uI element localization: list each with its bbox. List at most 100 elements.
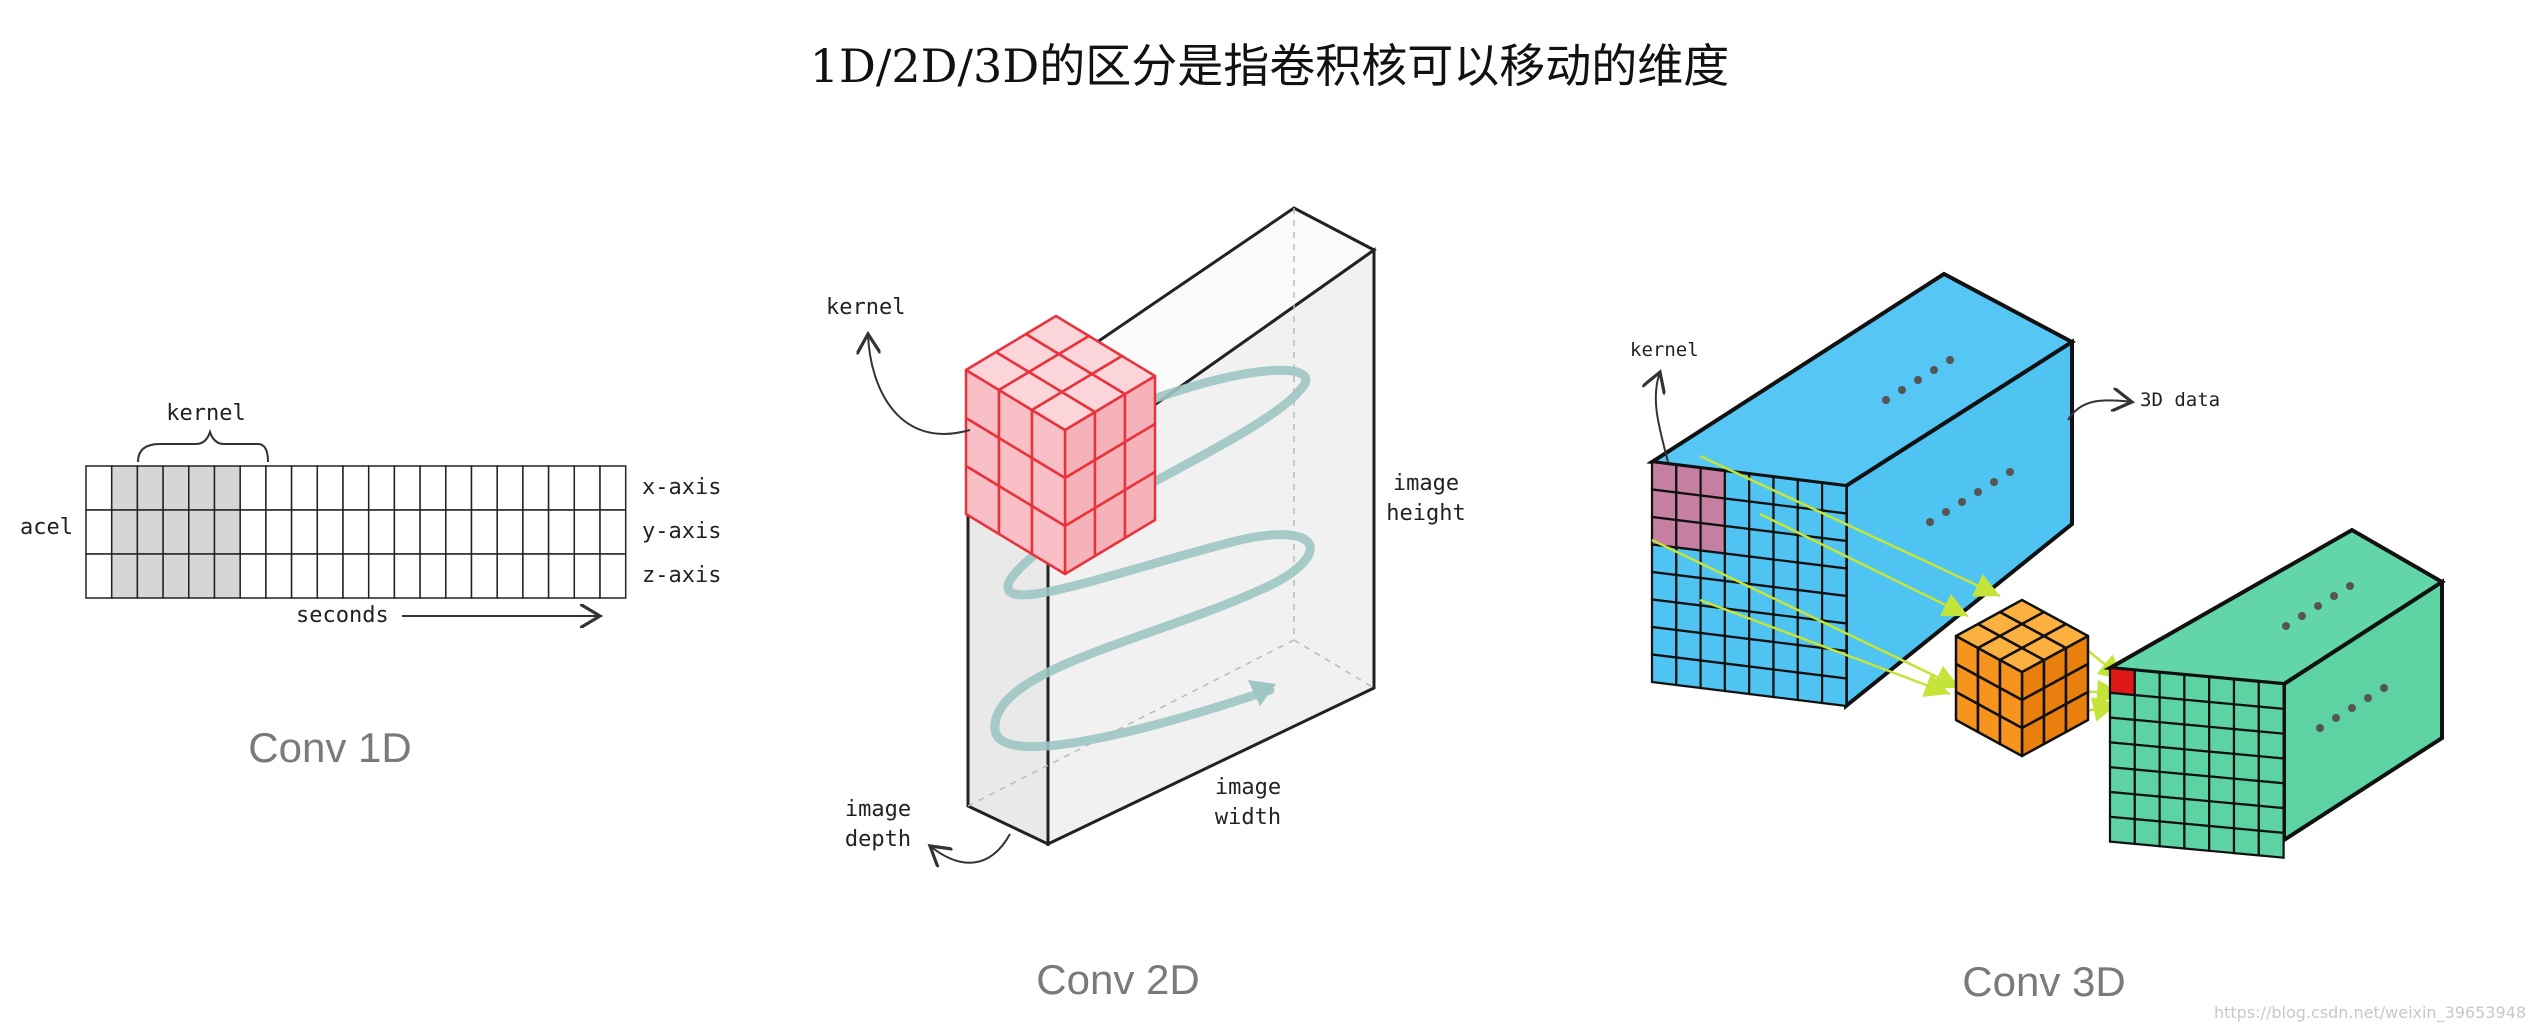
cube-side-cell [2064, 690, 2090, 734]
data-cell [1796, 671, 1824, 705]
z-axis-label: z-axis [642, 563, 721, 588]
grid-cell [496, 509, 524, 555]
kernel-cell [188, 553, 216, 599]
green-block-front-grid [2108, 666, 2285, 859]
grid-cell [265, 553, 293, 599]
data-cell [1748, 527, 1775, 561]
kernel-cell [188, 509, 216, 555]
acel-label: acel [20, 515, 73, 540]
output-cell [2108, 790, 2136, 821]
data-cell [1723, 662, 1751, 696]
kernel-highlight-cell [1675, 518, 1702, 552]
depth-pointer-arrow [930, 833, 1011, 863]
3d-data-pointer [2067, 400, 2132, 421]
output-cell [2133, 793, 2161, 823]
data-cell [1723, 634, 1751, 668]
output-cell [2108, 765, 2136, 796]
kernel-cell [213, 509, 241, 555]
grid-cell [470, 553, 498, 599]
data-cell [1723, 469, 1751, 503]
data-cell [1748, 500, 1775, 534]
kernel-spiral-path [990, 365, 1315, 752]
conv3d-kernel-pointer [1656, 372, 1669, 463]
grid-cell [547, 465, 576, 511]
data-cell [1650, 570, 1678, 604]
kernel-cell [213, 553, 241, 599]
kernel-highlight-cell [1650, 460, 1678, 494]
grid-cell [445, 465, 473, 511]
page-title: 1D/2D/3D的区分是指卷积核可以移动的维度 [809, 39, 1730, 93]
data-cell [1675, 656, 1702, 690]
grid-cell [290, 553, 319, 599]
x-axis-label: x-axis [642, 475, 721, 500]
projection-arrows [1651, 454, 2125, 728]
grid-cell [85, 509, 113, 555]
grid-cell [265, 465, 293, 511]
grid-cell [522, 465, 550, 511]
kernel-highlight-cell [1699, 466, 1727, 500]
grid-cell [290, 465, 319, 511]
grid-cell [239, 465, 267, 511]
conv1d-panel: kernel acel x-axis y-axis z-axis seconds… [20, 401, 721, 771]
conv3d-caption: Conv 3D [1962, 958, 2125, 1005]
cube-front-cell [1998, 714, 2024, 758]
image-width-label-1: image [1215, 775, 1281, 800]
output-cell [2232, 802, 2260, 832]
kernel-cell [188, 465, 216, 511]
data-cell [1820, 564, 1848, 598]
grid-cell [470, 465, 498, 511]
kernel-cell [110, 509, 139, 555]
grid-cell [316, 509, 344, 555]
spiral-arrowhead [1248, 680, 1276, 706]
output-cell [2257, 754, 2285, 785]
grid-cell [265, 509, 293, 555]
data-cell [1796, 643, 1824, 677]
cube-top-cell [2042, 622, 2090, 650]
kernel-highlight-cell [1650, 488, 1678, 522]
data-cell [1772, 530, 1799, 564]
data-cell [1699, 631, 1727, 665]
image-width-label-2: width [1215, 805, 1281, 830]
grid-cell [342, 509, 370, 555]
data-cell [1748, 637, 1775, 671]
data-cell [1675, 601, 1702, 635]
output-cell [2108, 691, 2136, 722]
kernel-cell [136, 553, 164, 599]
output-cell [2183, 822, 2211, 853]
cube-front-cell [1030, 504, 1067, 576]
grid-cell [445, 553, 473, 599]
data-cell [1723, 552, 1751, 586]
output-cell [2108, 741, 2136, 771]
output-cell [2232, 703, 2260, 733]
cube-top-cell [1090, 354, 1157, 396]
output-cell [2208, 775, 2236, 805]
grid-cell [419, 553, 447, 599]
output-cell [2232, 777, 2260, 808]
output-cell [2183, 797, 2211, 828]
grid-cell [316, 465, 344, 511]
data-cell [1723, 497, 1751, 531]
kernel-pointer-arrow [868, 334, 971, 435]
output-cell [2158, 795, 2186, 825]
conv2d-caption: Conv 2D [1036, 956, 1199, 1003]
grid-cell [573, 553, 601, 599]
blue-continuation-dots [1882, 356, 2014, 526]
seconds-label: seconds [296, 603, 389, 628]
conv1d-caption: Conv 1D [248, 724, 411, 771]
grid-cell [239, 553, 267, 599]
kernel-highlight-cell [1699, 521, 1727, 555]
data-cell [1772, 640, 1799, 674]
grid-cell [342, 465, 370, 511]
kernel-cell [162, 509, 190, 555]
output-cell [2257, 779, 2285, 810]
kernel-highlight-cell [1675, 491, 1702, 525]
grid-cell [573, 465, 601, 511]
conv3d-kernel-label: kernel [1630, 339, 1699, 361]
output-cell [2108, 815, 2136, 846]
data-cell [1796, 478, 1824, 512]
data-cell [1796, 561, 1824, 595]
grid-cell [367, 465, 396, 511]
output-cell [2257, 680, 2285, 711]
data-cell [1772, 558, 1799, 592]
